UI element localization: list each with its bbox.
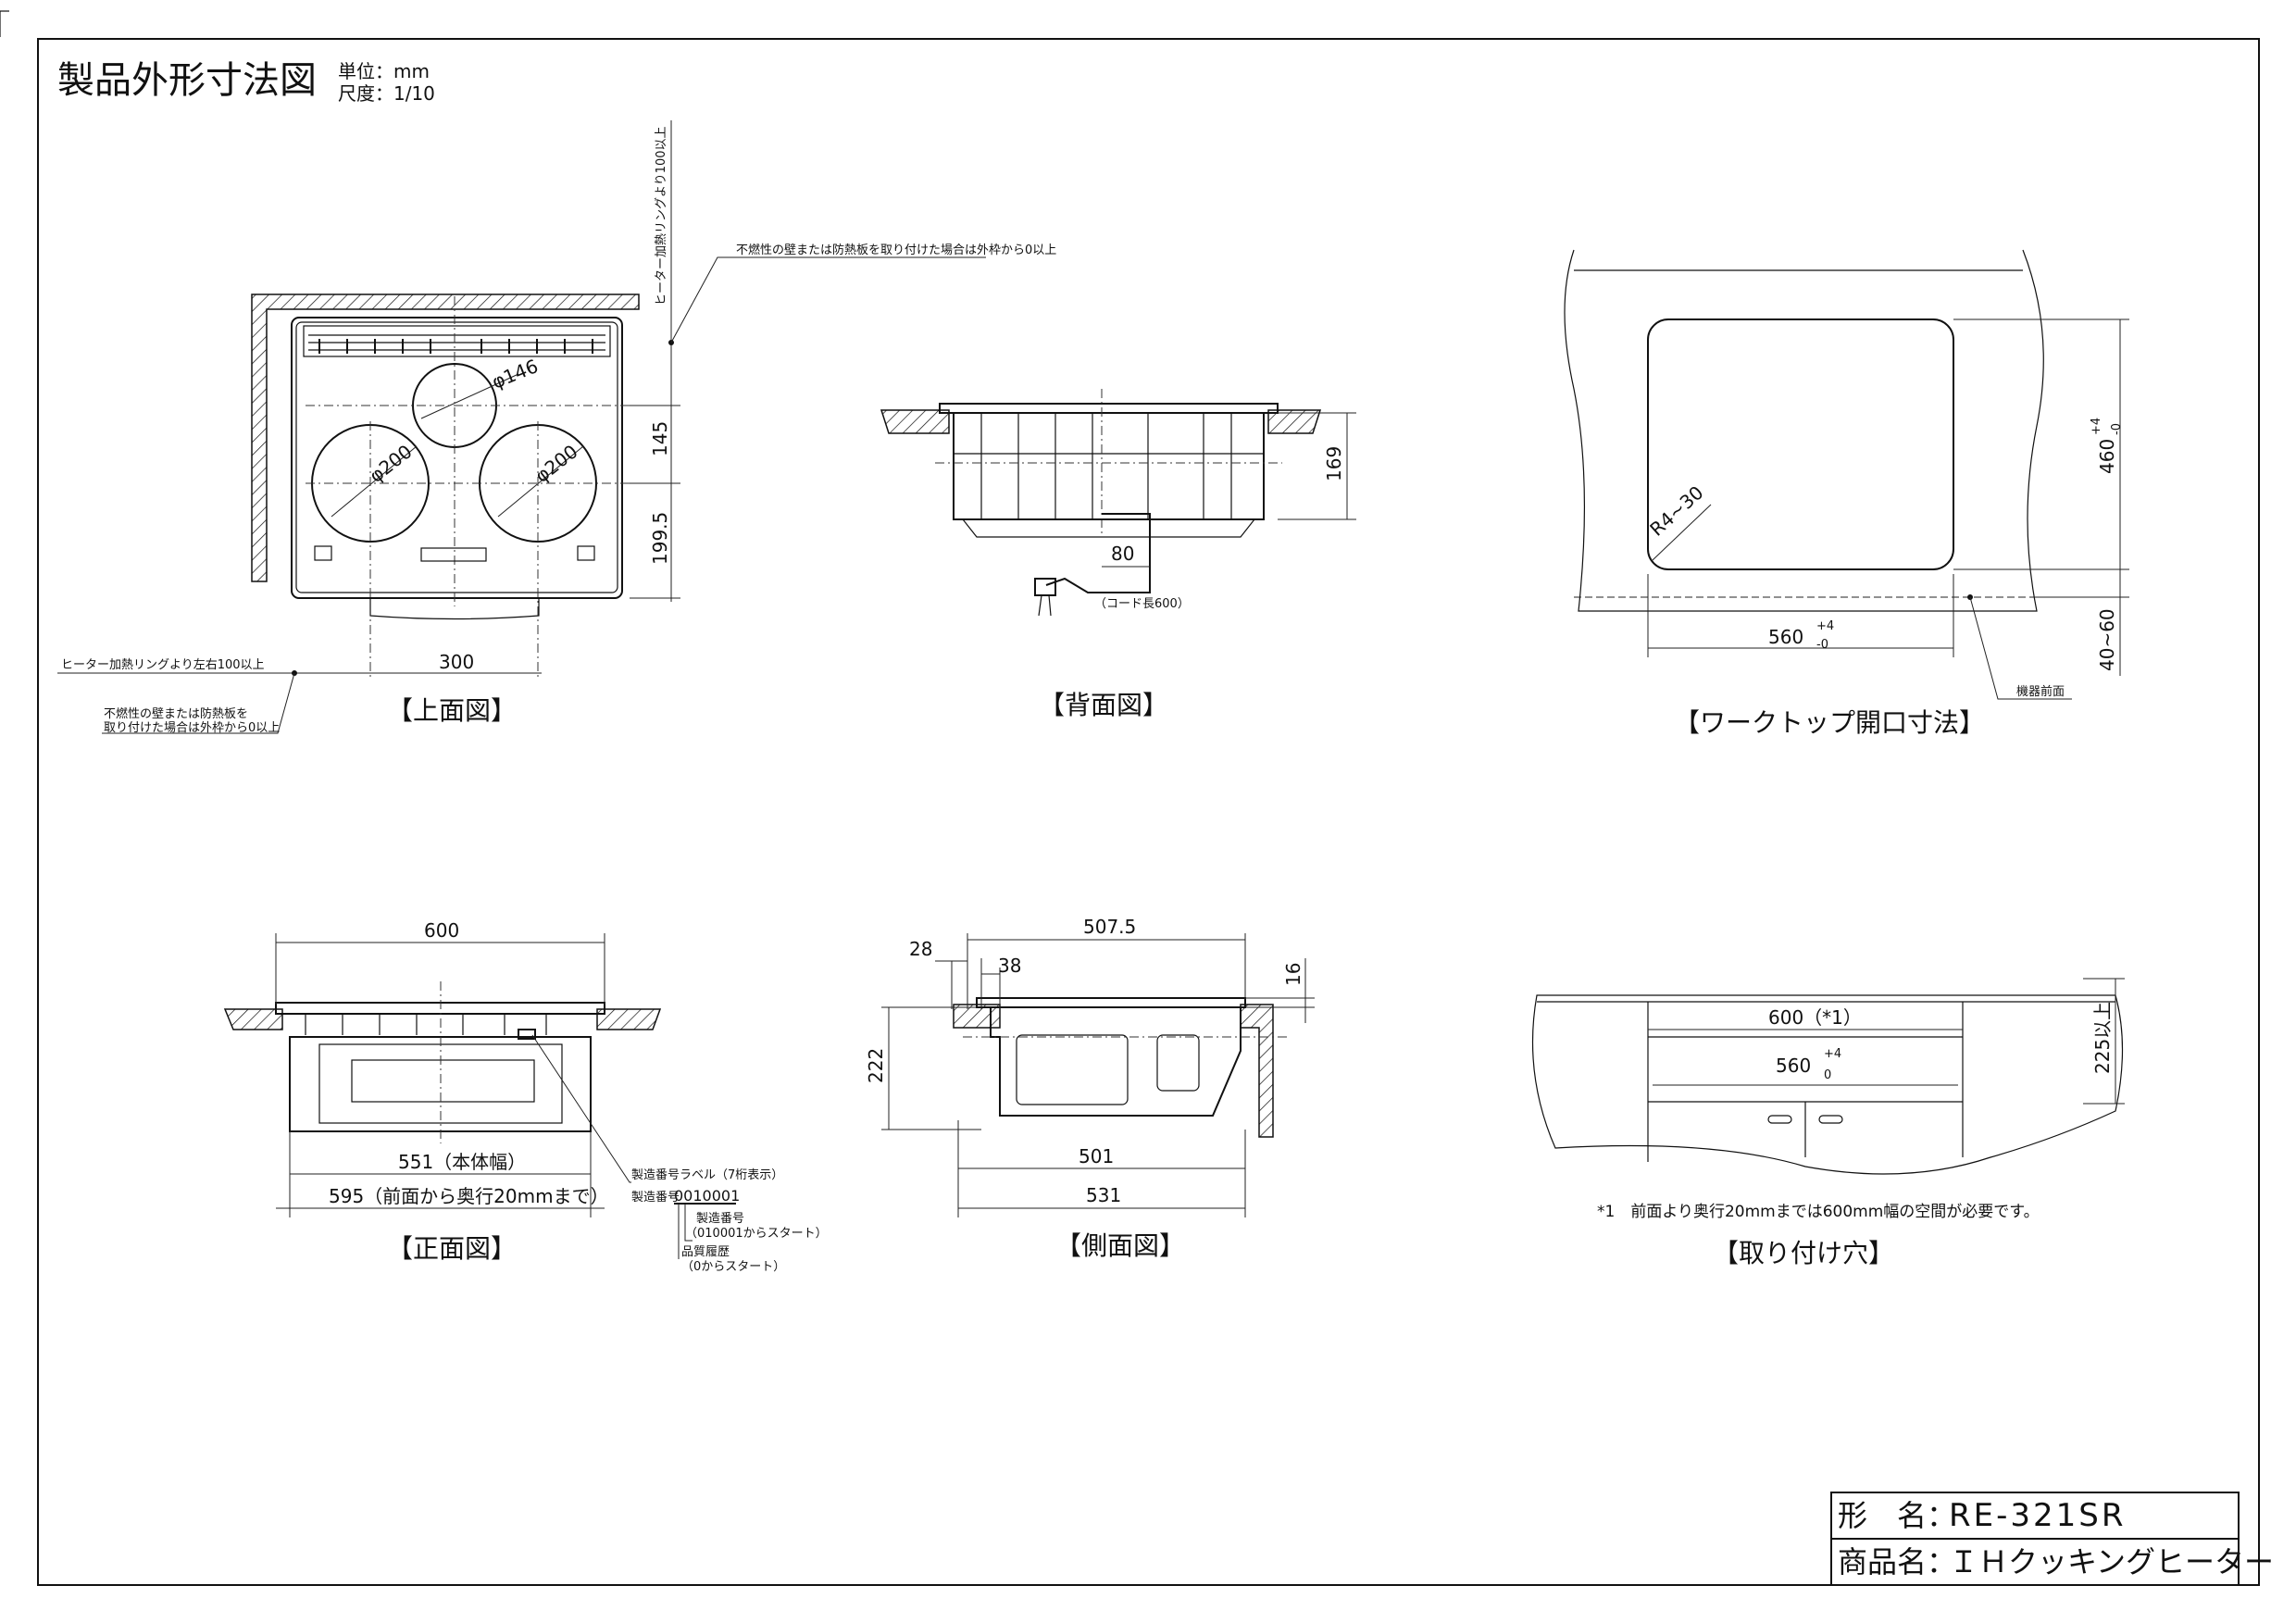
dim-560-tol-dn: -0 [1816, 638, 1828, 652]
note-wall-side-1: 不燃性の壁または防熱板を [104, 706, 248, 721]
note-wall-back: 不燃性の壁または防熱板を取り付けた場合は外枠から0以上 [736, 243, 1056, 257]
dim-600-mount: 600（*1） [1768, 1006, 1862, 1029]
cord-length: （コード長600） [1094, 597, 1190, 611]
dim-145: 145 [649, 421, 671, 456]
dim-600: 600 [424, 919, 459, 942]
unit-label: 単位：mm [338, 60, 430, 82]
side-view: 507.5 28 38 16 222 501 531 【側面図】 [865, 916, 1315, 1261]
front-view: 600 551（本体幅） 595（前面から奥行20mmまで） 製造番号ラベル（7… [223, 919, 828, 1274]
worktop-view: R4~30 560 +4 -0 460 +4 -0 40~60 機器前面 【ワー… [1564, 249, 2129, 738]
back-view-top-plate [939, 403, 1279, 414]
note-rear-clearance: ヒーター加熱リングより100以上 [655, 126, 668, 306]
dim-225: 225以上 [2091, 1002, 2114, 1074]
dim-560-tol-up: +4 [1816, 619, 1834, 633]
dim-560: 560 [1768, 626, 1803, 648]
dim-28: 28 [909, 938, 932, 960]
model-value: RE-321SR [1949, 1497, 2126, 1534]
worktop-opening [1647, 318, 1954, 570]
caption-mount: 【取り付け穴】 [1713, 1238, 1894, 1268]
caption-side-view: 【側面図】 [1055, 1230, 1185, 1261]
back-view-body [953, 412, 1265, 520]
header: 製品外形寸法図 単位：mm 尺度：1/10 [57, 59, 435, 105]
dim-169: 169 [1323, 446, 1345, 481]
note-wall-side-2: 取り付けた場合は外枠から0以上 [104, 721, 280, 735]
dim-phi200-right: φ200 [530, 440, 581, 487]
side-view-top-plate [976, 997, 1246, 1008]
sheet-border [37, 38, 2260, 1586]
quality-history: 品質履歴 [681, 1245, 730, 1259]
dim-199-5: 199.5 [649, 512, 671, 565]
top-view-vent [303, 325, 611, 357]
product-label: 商品名： [1838, 1544, 1956, 1579]
quality-start: （0からスタート） [681, 1260, 785, 1274]
dim-460-tol-up: +4 [2090, 418, 2103, 435]
serial-prefix: 製造番号 [631, 1191, 680, 1205]
dim-phi200-left: φ200 [365, 440, 416, 487]
caption-top-view: 【上面図】 [387, 695, 517, 726]
top-control-center [420, 547, 487, 562]
dim-560-mount-tol-up: +4 [1824, 1047, 1841, 1061]
dim-560-mount: 560 [1776, 1055, 1811, 1077]
model-label: 形 名： [1838, 1498, 1956, 1533]
note-side-clearance: ヒーター加熱リングより左右100以上 [61, 658, 265, 672]
serial-label: 製造番号ラベル（7桁表示） [631, 1168, 783, 1182]
dim-501: 501 [1079, 1145, 1114, 1167]
dim-460-tol-dn: -0 [2110, 423, 2124, 435]
dim-16: 16 [1282, 963, 1304, 986]
top-control-right [577, 545, 595, 561]
dim-40-60: 40~60 [2096, 608, 2118, 671]
dim-80: 80 [1111, 543, 1134, 565]
page-title: 製品外形寸法図 [57, 59, 317, 102]
dim-222: 222 [865, 1048, 887, 1083]
serial-start: （010001からスタート） [685, 1227, 828, 1241]
back-view: 80 （コード長600） 169 【背面図】 [880, 389, 1356, 720]
dim-595: 595（前面から奥行20mmまで） [329, 1185, 609, 1207]
dim-radius: R4~30 [1645, 481, 1707, 541]
top-view-body [291, 317, 623, 599]
worktop-counter [1564, 249, 2044, 612]
dim-300: 300 [439, 651, 474, 673]
mount-counter [1531, 994, 2124, 1175]
caption-worktop: 【ワークトップ開口寸法】 [1674, 707, 1985, 738]
scale-label: 尺度：1/10 [338, 82, 435, 105]
serial-sub: 製造番号 [696, 1212, 744, 1226]
label-front: 機器前面 [2016, 684, 2065, 699]
dim-phi146: φ146 [489, 355, 542, 393]
dim-507-5: 507.5 [1083, 916, 1136, 938]
mount-view: 600（*1） 560 +4 0 225以上 *1 前面より奥行20mmまでは6… [1531, 978, 2125, 1268]
back-view-cord [1045, 513, 1151, 593]
caption-front-view: 【正面図】 [387, 1233, 517, 1264]
dim-460: 460 [2096, 439, 2118, 474]
title-block: 形 名： RE-321SR 商品名： ＩＨクッキングヒーター [1830, 1492, 2274, 1586]
dim-38: 38 [998, 955, 1021, 977]
dim-531: 531 [1086, 1184, 1121, 1206]
product-value: ＩＨクッキングヒーター [1949, 1544, 2274, 1579]
side-view-body [990, 1006, 1242, 1117]
top-control-left [314, 545, 332, 561]
dim-560-mount-tol-dn: 0 [1824, 1068, 1831, 1082]
caption-back-view: 【背面図】 [1039, 690, 1168, 720]
mount-note: *1 前面より奥行20mmまでは600mm幅の空間が必要です。 [1597, 1203, 2040, 1221]
serial-value: 0010001 [674, 1187, 740, 1205]
dim-551: 551（本体幅） [398, 1151, 526, 1173]
top-view-wall [251, 293, 640, 582]
